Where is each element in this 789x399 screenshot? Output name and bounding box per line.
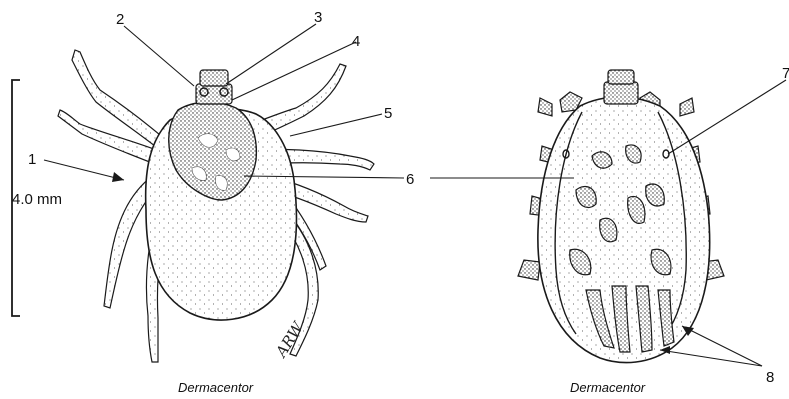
callout-7: 7: [782, 65, 789, 82]
callout-8: 8: [766, 369, 774, 386]
ventral-caption: Dermacentor: [570, 380, 646, 395]
dorsal-caption: Dermacentor: [178, 380, 254, 395]
ventral-tick-illustration: [518, 70, 724, 363]
callout-6: 6: [406, 171, 414, 188]
callout-4: 4: [352, 33, 360, 50]
scale-bar-label: 4.0 mm: [12, 191, 62, 208]
scale-bar: 4.0 mm: [12, 80, 62, 316]
dorsal-tick-illustration: [58, 50, 374, 362]
ventral-callouts: 7 8: [766, 65, 789, 386]
callout-2: 2: [116, 11, 124, 28]
callout-1: 1: [28, 151, 36, 168]
callout-5: 5: [384, 105, 392, 122]
callout-3: 3: [314, 9, 322, 26]
